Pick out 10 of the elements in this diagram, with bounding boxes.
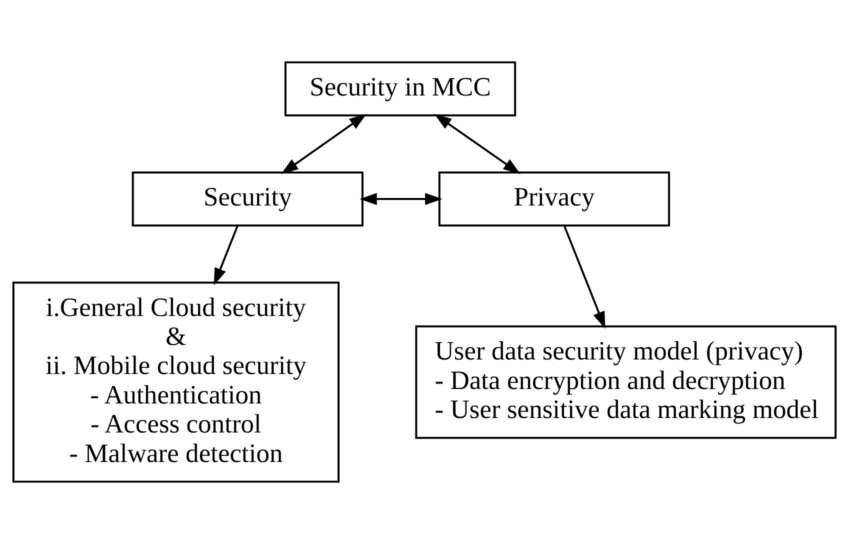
arrow (360, 192, 442, 205)
node-box: Security (132, 170, 364, 226)
node-box: i.General Cloud security & ii. Mobile cloud security - Authentication - Access control - Malware detection (12, 281, 340, 482)
arrow (563, 224, 606, 328)
arrow (434, 113, 520, 174)
node-box: User data security model (privacy) - Data encryption and decryption - User sensitive data marking model (415, 324, 837, 438)
node-box: Security in MCC (284, 60, 516, 116)
arrow (281, 113, 367, 174)
arrow (214, 224, 238, 285)
node-box: Privacy (438, 170, 670, 226)
